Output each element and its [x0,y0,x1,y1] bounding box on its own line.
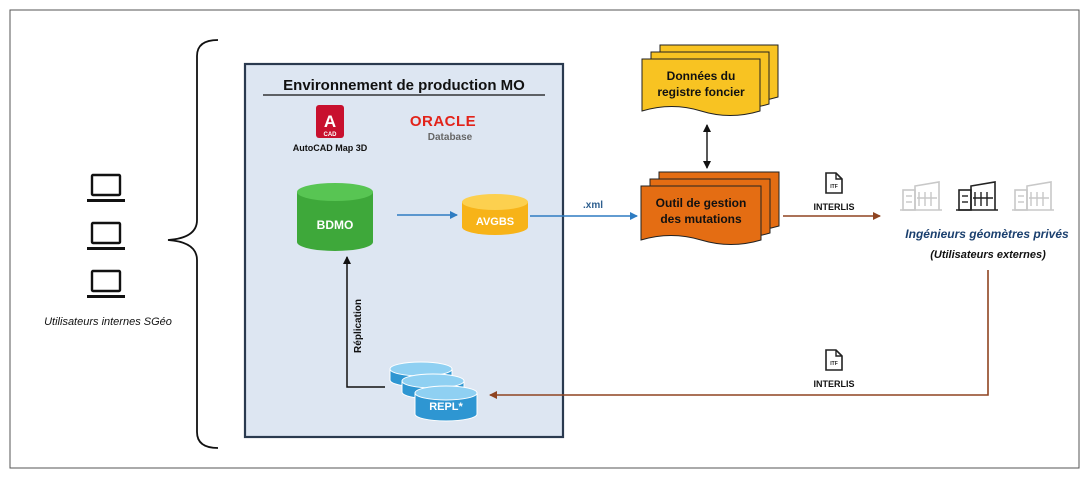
brace [167,39,219,449]
registre-line2: registre foncier [657,85,745,99]
autocad-label: AutoCAD Map 3D [293,143,368,153]
autocad-logo: A CAD AutoCAD Map 3D [293,105,368,153]
building-icon [1011,181,1055,211]
external-users-line1: Ingénieurs géomètres privés [905,227,1069,241]
external-buildings [899,181,1055,211]
oracle-logo: ORACLE Database [410,113,476,143]
laptop-icon [85,221,127,252]
outil-line2: des mutations [660,212,742,226]
avgbs-database: AVGBS [462,194,528,235]
internal-users-group: Utilisateurs internes SGéo [44,173,172,328]
bdmo-database: BDMO [297,183,373,251]
repl-database-stack: REPL* [389,361,478,422]
xml-label: .xml [583,200,603,211]
itf-file-icon: ITF [825,349,843,371]
laptop-icon [85,173,127,204]
interlis-return-arrow [489,270,989,399]
outer-frame [9,9,1080,469]
internal-users-label: Utilisateurs internes SGéo [44,316,172,328]
outil-line1: Outil de gestion [656,196,747,210]
external-users-line2: (Utilisateurs externes) [930,249,1046,261]
interlis-label-top: INTERLIS [813,202,854,212]
repl-label: REPL* [429,401,463,413]
autocad-badge-icon [316,105,344,138]
interlis-label-bottom: INTERLIS [813,379,854,389]
registre-foncier-documents: Données du registre foncier [641,44,779,116]
building-icon [899,181,943,211]
itf-file-tag-top: ITF [830,184,838,190]
itf-file-icon: ITF [825,172,843,194]
replication-label: Réplication [353,299,364,353]
building-icon [955,181,999,211]
environment-title: Environnement de production MO [283,77,525,94]
oracle-brand: ORACLE [410,113,476,130]
laptop-icon [85,269,127,300]
autocad-badge-letter: A [324,112,336,131]
outil-gestion-mutations-documents: Outil de gestion des mutations [640,171,780,245]
oracle-sub: Database [428,132,473,143]
avgbs-label: AVGBS [476,216,514,228]
replication-arrow [343,256,385,388]
bdmo-label: BDMO [317,218,354,232]
autocad-badge-sub: CAD [324,132,338,138]
itf-file-tag-bottom: ITF [830,361,838,367]
registre-line1: Données du [667,69,736,83]
